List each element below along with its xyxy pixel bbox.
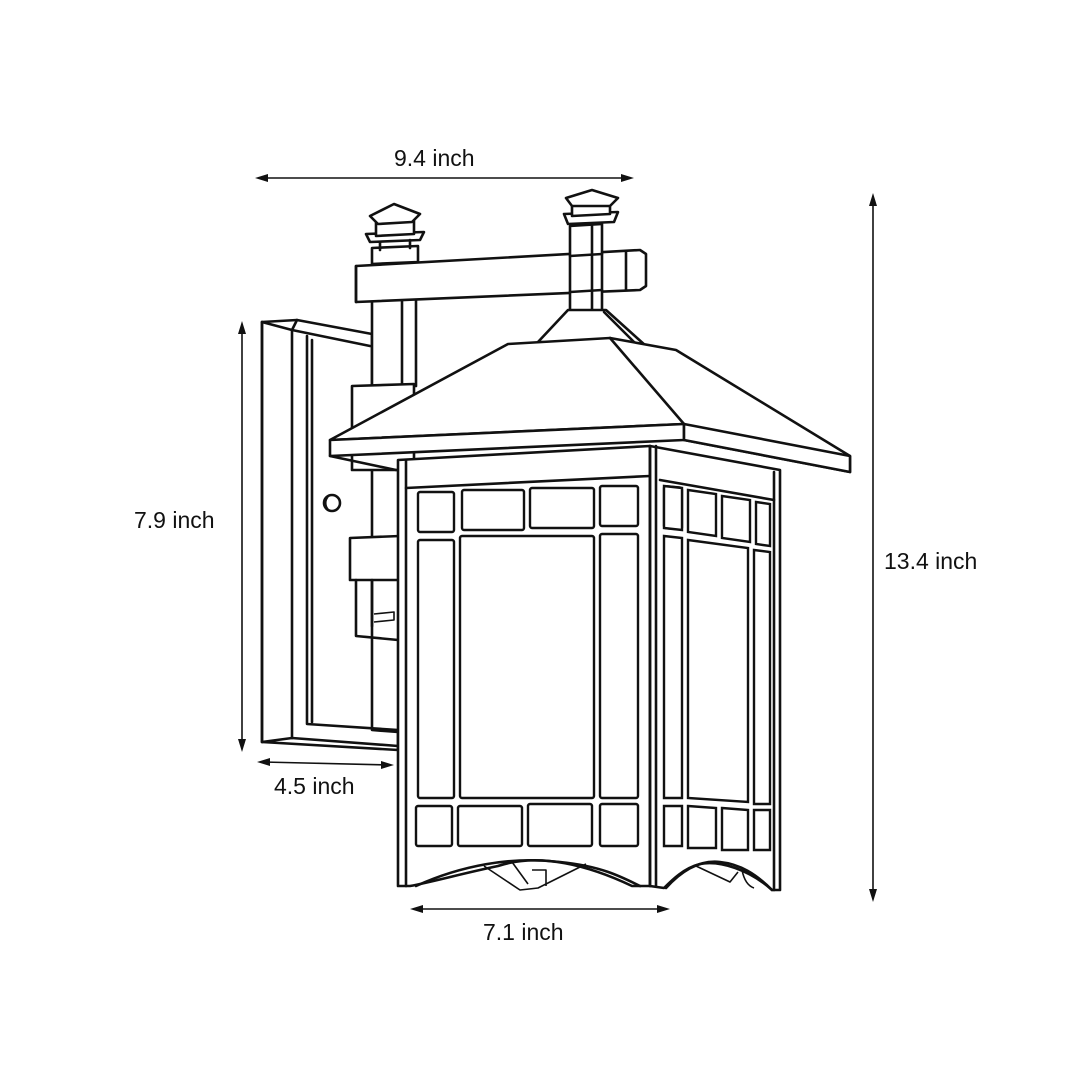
finial-left	[364, 202, 426, 266]
finial-right	[562, 188, 620, 314]
glass-panel-right	[598, 532, 640, 800]
scalloped-bottom-trim	[414, 859, 642, 888]
dimension-backplate-height	[238, 321, 246, 752]
dimension-label-backplate-height: 7.9 inch	[134, 507, 215, 533]
dimension-label-width: 9.4 inch	[394, 145, 475, 171]
glass-pane	[414, 804, 454, 848]
lantern-side-face	[648, 444, 782, 892]
mounting-screw-icon	[322, 493, 342, 513]
glass-pane	[460, 488, 526, 532]
glass-panel-left	[416, 538, 456, 800]
roof-canopy	[328, 336, 852, 474]
dimension-label-height: 13.4 inch	[884, 548, 978, 574]
glass-pane	[528, 486, 596, 530]
dimension-width-top	[255, 174, 634, 182]
dimension-height-right	[869, 193, 877, 902]
glass-panel-front	[458, 534, 596, 800]
glass-pane	[416, 490, 456, 534]
dimension-depth	[257, 758, 394, 769]
lantern-front-face	[396, 444, 652, 891]
dimension-label-depth: 4.5 inch	[274, 773, 355, 799]
glass-pane	[598, 802, 640, 848]
dimension-lantern-width	[410, 905, 670, 913]
glass-pane	[456, 804, 524, 848]
dimension-label-lantern-width: 7.1 inch	[483, 919, 564, 945]
glass-pane	[526, 802, 594, 848]
glass-pane	[598, 484, 640, 528]
